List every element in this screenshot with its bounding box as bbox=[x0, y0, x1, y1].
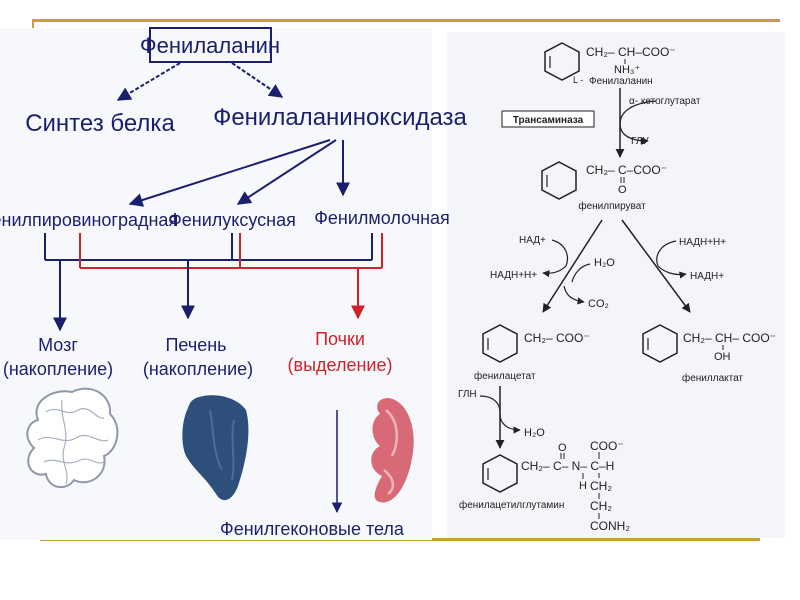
enzyme-label: Фенилаланиноксидаза bbox=[213, 104, 467, 131]
arrow-to-phenyllactate bbox=[621, 219, 691, 313]
product-phenylpyruvic: Фенилпировиноградная bbox=[0, 210, 178, 230]
arrow-to-phenylacetate bbox=[542, 219, 603, 313]
lactate-chain: CH₂– CH– COO⁻ bbox=[683, 331, 776, 345]
water2-label: H₂O bbox=[524, 427, 545, 439]
phe-prefix: L - bbox=[573, 75, 583, 85]
phe-label: Фенилаланин bbox=[589, 76, 653, 87]
akg-in-curve bbox=[619, 100, 657, 125]
pag-ch2a: CH₂ bbox=[590, 479, 612, 493]
organ-kidney-name: Почки bbox=[315, 329, 365, 349]
nad-out-curve bbox=[657, 265, 687, 279]
root-label: Фенилаланин bbox=[140, 33, 280, 58]
organ-kidney-note: (выделение) bbox=[288, 355, 393, 375]
gln-label: ГЛН bbox=[458, 389, 477, 400]
nadh-h-right-label: НАДН+Н+ bbox=[679, 237, 726, 248]
pag-chain: CH₂– C– N– C–H bbox=[521, 459, 614, 473]
lactate-oh: OH bbox=[714, 351, 731, 363]
arrow-to-enzyme bbox=[231, 62, 284, 98]
arrow-to-phenylpyruvic bbox=[128, 139, 331, 207]
pag-coo: COO⁻ bbox=[590, 439, 624, 453]
phe-benzene-ring bbox=[544, 42, 580, 81]
water-label: H₂O bbox=[594, 257, 615, 269]
nadh-h-left-label: НАДН+Н+ bbox=[490, 270, 537, 281]
phe-nh3: NH₃⁺ bbox=[614, 64, 640, 76]
pyr-chain: CH₂– C–COO⁻ bbox=[586, 163, 667, 177]
phenylpyruvate-label: фенилпируват bbox=[578, 200, 646, 212]
phenyllactate-label: фениллактат bbox=[682, 372, 743, 384]
final-product-label: Фенилгеконовые тела bbox=[220, 519, 405, 539]
organ-liver-name: Печень bbox=[165, 335, 226, 355]
acetate-benzene-ring bbox=[482, 324, 518, 363]
pag-conh2: CONH₂ bbox=[590, 519, 630, 533]
phenylacetate-label: фенилацетат bbox=[474, 370, 536, 382]
nadh-in-curve bbox=[656, 240, 677, 267]
pag-ch2b: CH₂ bbox=[590, 499, 612, 513]
top-rule-tick bbox=[32, 19, 34, 29]
pyr-benzene-ring bbox=[541, 161, 577, 200]
glu-out-curve bbox=[619, 123, 649, 145]
lactate-benzene-ring bbox=[642, 324, 678, 363]
co2-out-curve bbox=[563, 285, 585, 305]
co2-label: CO₂ bbox=[588, 298, 609, 310]
pag-oxygen: O bbox=[558, 442, 567, 454]
nad-plus-label: НАД+ bbox=[519, 235, 546, 246]
arrow-to-phenylacetic bbox=[236, 139, 337, 205]
organ-brain-note: (накопление) bbox=[3, 359, 113, 379]
product-phenyllactic: Фенилмолочная bbox=[314, 208, 450, 228]
acetate-chain: CH₂– COO⁻ bbox=[524, 331, 590, 345]
organ-liver-note: (накопление) bbox=[143, 359, 253, 379]
product-phenylacetic: Фенилуксусная bbox=[168, 210, 296, 230]
nadh-right-label: НАДН+ bbox=[690, 271, 724, 282]
liver-image bbox=[182, 395, 249, 501]
pag-h: H bbox=[579, 480, 587, 492]
protein-synthesis-label: Синтез белка bbox=[25, 110, 175, 137]
glu-label: ГЛУ bbox=[631, 136, 649, 147]
akg-label: α- кетоглутарат bbox=[629, 96, 701, 107]
arrow-to-protein bbox=[116, 62, 181, 101]
phenylacetylglutamine-label: фенилацетилглутамин bbox=[459, 499, 564, 511]
water-in-curve bbox=[571, 263, 591, 283]
root-box bbox=[149, 27, 272, 63]
pyr-oxygen: O bbox=[618, 184, 627, 196]
gln-in-curve bbox=[479, 395, 501, 413]
transaminase-label: Трансаминаза bbox=[513, 115, 584, 126]
transaminase-box bbox=[501, 110, 595, 128]
kidney-image bbox=[371, 398, 414, 503]
top-rule bbox=[32, 19, 780, 22]
water2-out-curve bbox=[499, 413, 521, 434]
brain-image bbox=[26, 387, 119, 489]
nadh-out-curve bbox=[542, 265, 567, 278]
pag-benzene-ring bbox=[482, 454, 518, 493]
nad-in-curve bbox=[551, 239, 569, 267]
organ-brain-name: Мозг bbox=[38, 335, 78, 355]
phe-chain: CH₂– CH–COO⁻ bbox=[586, 45, 676, 59]
